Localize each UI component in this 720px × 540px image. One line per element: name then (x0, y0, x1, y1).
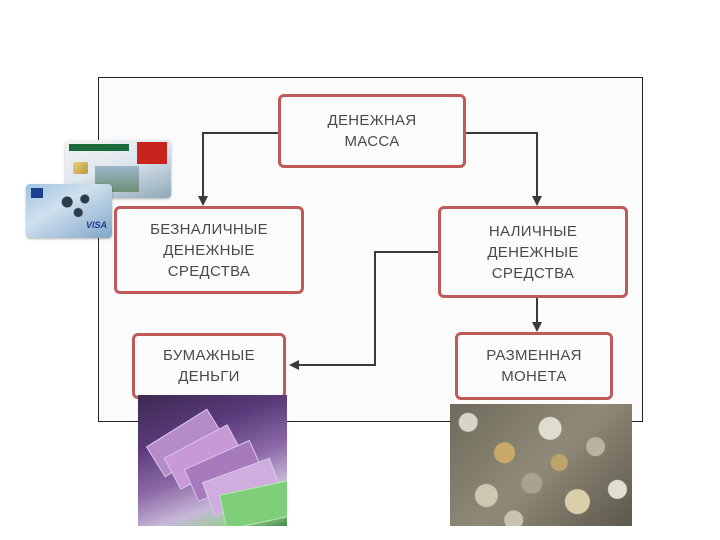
card-branch-picture (54, 190, 98, 220)
node-coins-label: РАЗМЕННАЯ МОНЕТА (486, 345, 582, 387)
node-non-cash-label: БЕЗНАЛИЧНЫЕ ДЕНЕЖНЫЕ СРЕДСТВА (150, 219, 268, 282)
edge-money-supply-to-cash (466, 133, 537, 204)
bank-logo-icon (137, 142, 167, 164)
card-stripe (69, 144, 129, 151)
coins-photo (450, 404, 632, 526)
card-badge-icon (31, 188, 43, 198)
banknotes-photo (138, 395, 287, 526)
edge-cash-to-paper-money (291, 252, 440, 365)
node-money-supply-label: ДЕНЕЖНАЯ МАССА (328, 110, 417, 152)
node-cash: НАЛИЧНЫЕ ДЕНЕЖНЫЕ СРЕДСТВА (438, 206, 628, 298)
node-paper-money: БУМАЖНЫЕ ДЕНЬГИ (132, 333, 286, 399)
node-money-supply: ДЕНЕЖНАЯ МАССА (278, 94, 466, 168)
node-paper-money-label: БУМАЖНЫЕ ДЕНЬГИ (163, 345, 255, 387)
node-non-cash: БЕЗНАЛИЧНЫЕ ДЕНЕЖНЫЕ СРЕДСТВА (114, 206, 304, 294)
visa-logo: VISA (86, 220, 107, 230)
visa-card-icon: VISA (26, 184, 112, 238)
node-coins: РАЗМЕННАЯ МОНЕТА (455, 332, 613, 400)
edge-money-supply-to-non-cash (203, 133, 278, 204)
node-cash-label: НАЛИЧНЫЕ ДЕНЕЖНЫЕ СРЕДСТВА (487, 221, 578, 284)
card-chip-icon (73, 162, 88, 174)
